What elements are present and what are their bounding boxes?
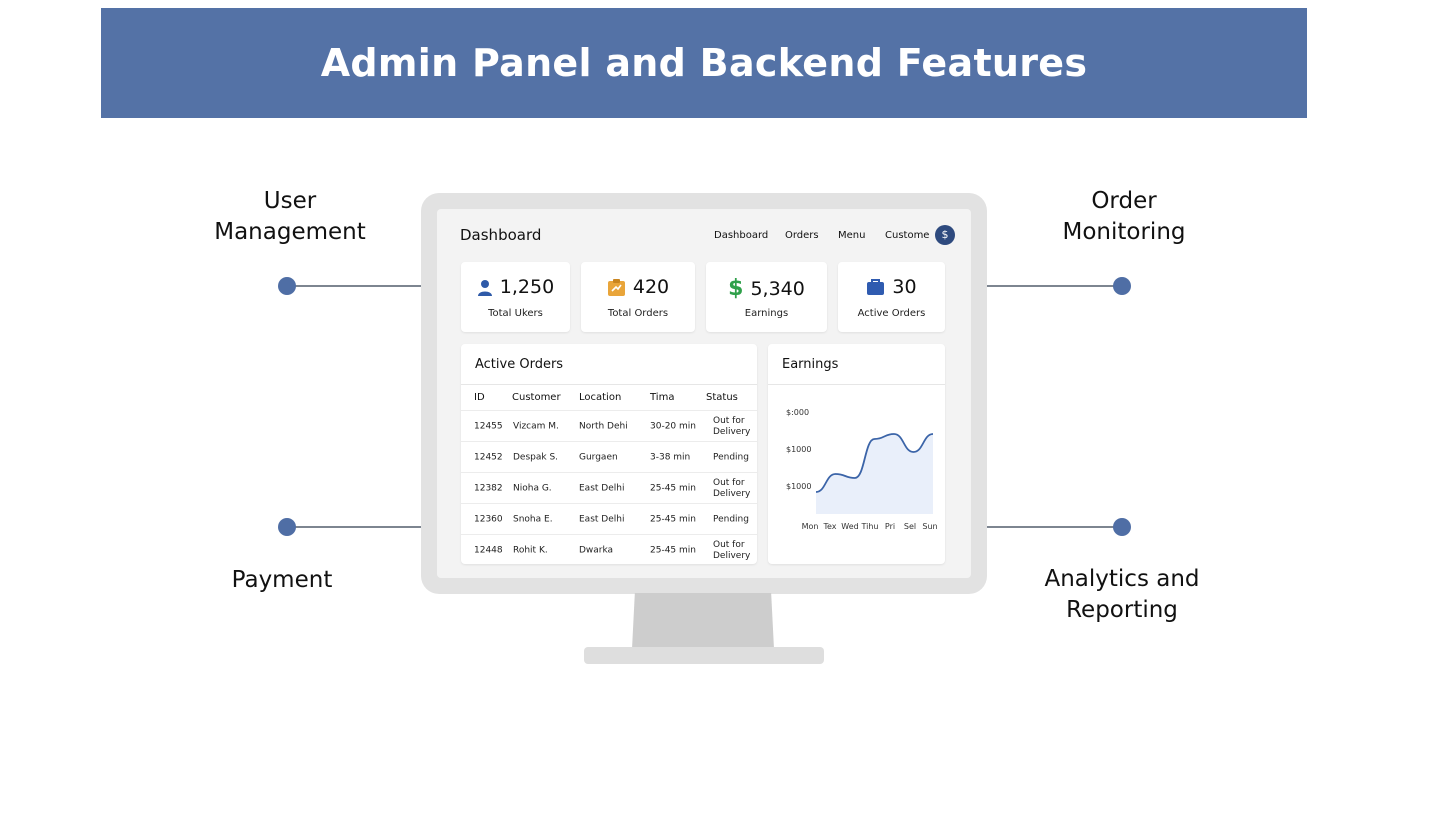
stat-value: 5,340 [750,277,805,300]
stat-label: Total Ukers [488,308,543,319]
column-header-status: Status [706,392,738,403]
nav-menu[interactable]: Menu [838,230,866,241]
title-banner: Admin Panel and Backend Features [101,8,1307,118]
cell-customer: Nioha G. [513,483,552,493]
column-header-customer: Customer [512,392,561,403]
column-header-id: ID [474,392,485,403]
stat-card-total-orders: 420 Total Orders [581,262,695,332]
x-tick-label: Tex [822,522,836,531]
cell-time: 3-38 min [650,452,691,462]
dollar-icon: $ [728,276,744,301]
cell-id: 12382 [474,483,503,493]
active-orders-title: Active Orders [475,357,564,372]
table-row[interactable]: 12360 Snoha E. East Delhi 25-45 min Pend… [461,503,757,535]
cell-id: 12452 [474,452,503,462]
stat-card-active-orders: 30 Active Orders [838,262,945,332]
x-tick-label: Sun [922,522,937,531]
divider [768,384,945,385]
table-row[interactable]: 12455 Vizcam M. North Dehi 30-20 min Out… [461,410,757,442]
cell-location: East Delhi [579,514,625,524]
cell-location: East Delhi [579,483,625,493]
stat-label: Earnings [744,308,789,319]
cell-id: 12360 [474,514,503,524]
stat-value: 420 [632,276,670,298]
earnings-area [816,434,933,514]
nav-orders[interactable]: Orders [785,230,819,241]
feature-label-order-monitoring: Order Monitoring [1062,188,1186,245]
x-tick-label: Mon [802,522,819,531]
monitor-base [584,647,824,664]
dashboard-title: Dashboard [460,226,542,244]
connector-dot-payment [278,518,296,536]
y-tick-label: $:000 [786,408,810,417]
cell-customer: Vizcam M. [513,421,559,431]
cell-customer: Rohit K. [513,545,548,555]
cell-location: North Dehi [579,421,628,431]
connector-user-management [287,285,423,287]
cell-location: Dwarka [579,545,614,555]
cell-customer: Snoha E. [513,514,553,524]
nav-dashboard[interactable]: Dashboard [714,230,769,241]
stat-card-total-users: 1,250 Total Ukers [461,262,570,332]
cell-status: Pending [713,452,749,462]
orders-icon [607,278,625,296]
cell-id: 12448 [474,545,503,555]
feature-label-payment: Payment [231,567,333,593]
cell-time: 25-45 min [650,483,696,493]
stat-label: Active Orders [857,308,926,319]
feature-label-user-management: User Management [214,188,366,245]
x-tick-label: Pri [885,522,895,531]
cell-id: 12455 [474,421,503,431]
y-tick-label: $1000 [786,445,812,454]
x-tick-label: Wed [841,522,858,531]
cell-time: 25-45 min [650,545,696,555]
active-orders-panel: Active Orders ID Customer Location Tima … [461,344,757,564]
divider [461,384,757,385]
cell-time: 30-20 min [650,421,696,431]
connector-order-monitoring [986,285,1122,287]
stat-value: 1,250 [499,276,555,298]
dashboard-screen: Dashboard Dashboard Orders Menu Custome … [437,209,971,578]
cell-location: Gurgaen [579,452,618,462]
page-title: Admin Panel and Backend Features [320,41,1088,85]
nav-customers[interactable]: Custome [885,230,930,241]
earnings-line [815,433,934,493]
connector-dot-user-management [278,277,296,295]
table-row[interactable]: 12382 Nioha G. East Delhi 25-45 min Out … [461,472,757,504]
connector-dot-order-monitoring [1113,277,1131,295]
cell-status: Pending [713,514,749,524]
x-tick-label: Tihu [860,522,878,531]
column-header-time: Tima [650,392,675,403]
column-header-location: Location [579,392,622,403]
y-tick-label: $1000 [786,482,812,491]
cell-customer: Despak S. [513,452,559,462]
table-row[interactable]: 12452 Despak S. Gurgaen 3-38 min Pending [461,441,757,473]
bag-icon [867,279,885,295]
connector-payment [287,526,423,528]
stat-card-earnings: $ 5,340 Earnings [706,262,827,332]
cell-time: 25-45 min [650,514,696,524]
avatar[interactable]: $ [935,225,955,245]
monitor-stand [632,593,774,649]
stat-value: 30 [892,276,917,298]
connector-dot-analytics [1113,518,1131,536]
stat-label: Total Orders [607,308,669,319]
user-icon [477,279,492,296]
earnings-title: Earnings [782,357,839,372]
feature-label-analytics: Analytics and Reporting [1044,566,1200,623]
connector-analytics [986,526,1122,528]
x-tick-label: Sel [904,522,916,531]
